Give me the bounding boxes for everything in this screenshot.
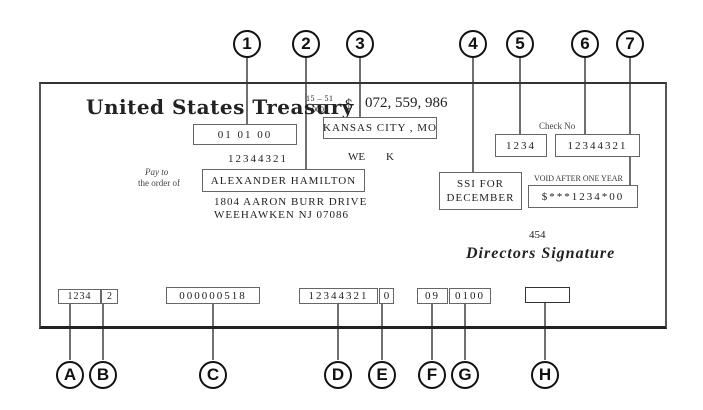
callout-b: B bbox=[89, 361, 117, 389]
date-box: 01 01 00 bbox=[193, 124, 297, 145]
callout-c: C bbox=[199, 361, 227, 389]
order-of-label: the order of bbox=[138, 178, 180, 188]
check-number-box: 12344321 bbox=[555, 134, 640, 157]
address-line-1: 1804 AARON BURR DRIVE bbox=[214, 196, 368, 208]
city-box: KANSAS CITY , MO bbox=[323, 117, 437, 139]
address-line-2: WEEHAWKEN NJ 07086 bbox=[214, 209, 350, 221]
callout-4: 4 bbox=[459, 30, 487, 58]
callout-g: G bbox=[451, 361, 479, 389]
micr-field-c: 000000518 bbox=[166, 287, 260, 304]
fraction-bar bbox=[306, 104, 332, 105]
callout-h: H bbox=[531, 361, 559, 389]
micr-field-f: 09 bbox=[417, 288, 448, 304]
check-outline bbox=[39, 82, 667, 329]
directors-signature: Directors Signature bbox=[466, 245, 616, 262]
callout-e: E bbox=[368, 361, 396, 389]
memo-line-2: DECEMBER bbox=[446, 192, 515, 204]
micr-field-d: 12344321 bbox=[299, 288, 378, 304]
pay-to-label: Pay to bbox=[145, 167, 169, 177]
memo-line-1: SSI FOR bbox=[456, 178, 505, 190]
amount-figure: 072, 559, 986 bbox=[365, 95, 448, 111]
micr-field-g: 0100 bbox=[449, 288, 491, 304]
check-no-label: Check No bbox=[539, 121, 576, 131]
callout-2: 2 bbox=[292, 30, 320, 58]
callout-6: 6 bbox=[571, 30, 599, 58]
micr-field-e: 0 bbox=[379, 288, 394, 304]
routing-fraction-top: 15 – 51 bbox=[306, 94, 334, 103]
amount-symbol: $ bbox=[345, 97, 353, 113]
callout-d: D bbox=[324, 361, 352, 389]
payee-box: ALEXANDER HAMILTON bbox=[202, 169, 365, 192]
callout-7: 7 bbox=[616, 30, 644, 58]
we-text: WE bbox=[348, 151, 366, 163]
routing-fraction-bottom: 000 bbox=[312, 105, 324, 114]
void-label: VOID AFTER ONE YEAR bbox=[534, 174, 623, 183]
memo-box: SSI FOR DECEMBER bbox=[439, 172, 522, 210]
treasury-title: United States Treasury bbox=[86, 95, 354, 119]
signature-number: 454 bbox=[529, 229, 546, 241]
k-text: K bbox=[386, 151, 394, 163]
callout-f: F bbox=[418, 361, 446, 389]
id-number: 12344321 bbox=[228, 153, 288, 165]
symbol-box: 1234 bbox=[495, 134, 547, 157]
callout-1: 1 bbox=[233, 30, 261, 58]
micr-field-b: 2 bbox=[101, 289, 118, 304]
check-amount-box: $***1234*00 bbox=[528, 185, 638, 208]
callout-a: A bbox=[56, 361, 84, 389]
micr-field-a: 1234 bbox=[58, 289, 101, 304]
callout-3: 3 bbox=[346, 30, 374, 58]
micr-field-h bbox=[525, 287, 570, 303]
callout-5: 5 bbox=[506, 30, 534, 58]
